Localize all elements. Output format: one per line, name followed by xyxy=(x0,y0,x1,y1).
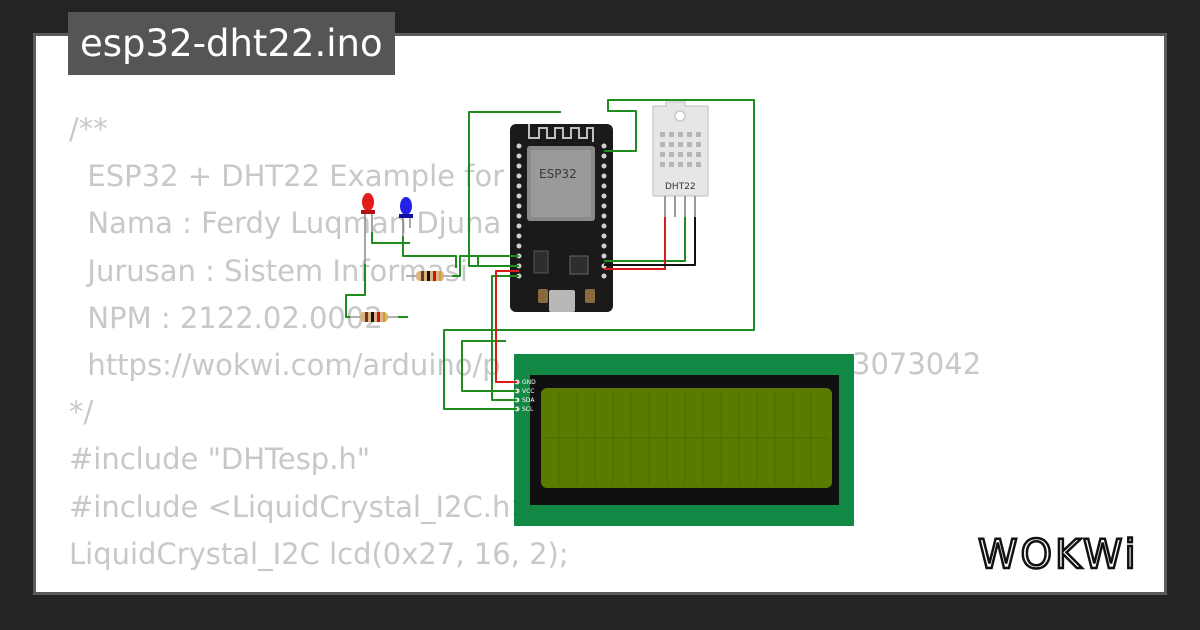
file-name-tab: esp32-dht22.ino xyxy=(68,12,395,75)
esp32-board[interactable]: ESP32 xyxy=(510,124,613,312)
code-line: /** xyxy=(69,112,108,146)
esp32-label: ESP32 xyxy=(539,167,577,181)
dht22-label: DHT22 xyxy=(665,182,696,192)
blue-led[interactable] xyxy=(399,197,413,236)
lcd-pin-vcc-label: VCC xyxy=(522,388,534,395)
wires xyxy=(345,99,755,410)
project-card: /** ESP32 + DHT22 Example for Nama : Fer… xyxy=(33,33,1167,595)
wokwi-logo-text: WOKWi xyxy=(978,532,1139,578)
code-preview: /** ESP32 + DHT22 Example for Nama : Fer… xyxy=(69,106,1069,578)
code-line: #include <LiquidCrystal_I2C.h> xyxy=(69,489,535,524)
circuit-diagram: GND VCC SDA SCL 3073042 ESP32 xyxy=(345,99,981,526)
lcd-pin-sda-label: SDA xyxy=(522,397,535,404)
red-led[interactable] xyxy=(361,193,375,264)
code-line: */ xyxy=(69,395,94,430)
code-line: LiquidCrystal_I2C lcd(0x27, 16, 2); xyxy=(69,536,569,571)
code-line: ESP32 + DHT22 Example for xyxy=(69,159,505,194)
resistor-2[interactable] xyxy=(350,312,398,322)
wokwi-logo: WOKWi xyxy=(977,531,1139,578)
code-line: #include "DHTesp.h" xyxy=(69,442,371,477)
resistor-1[interactable] xyxy=(406,271,452,281)
code-line: Jurusan : Sistem Informasi xyxy=(69,253,468,288)
lcd-pin-scl-label: SCL xyxy=(522,406,534,413)
code-line: Nama : Ferdy Luqman Djuna xyxy=(69,206,502,241)
code-line: https://wokwi.com/arduino/p xyxy=(69,348,501,383)
dht22-sensor[interactable]: DHT22 xyxy=(652,101,709,217)
lcd-pin-gnd-label: GND xyxy=(522,379,536,386)
lcd-module[interactable]: GND VCC SDA SCL xyxy=(514,354,854,526)
code-url-tail: 3073042 xyxy=(852,347,981,381)
